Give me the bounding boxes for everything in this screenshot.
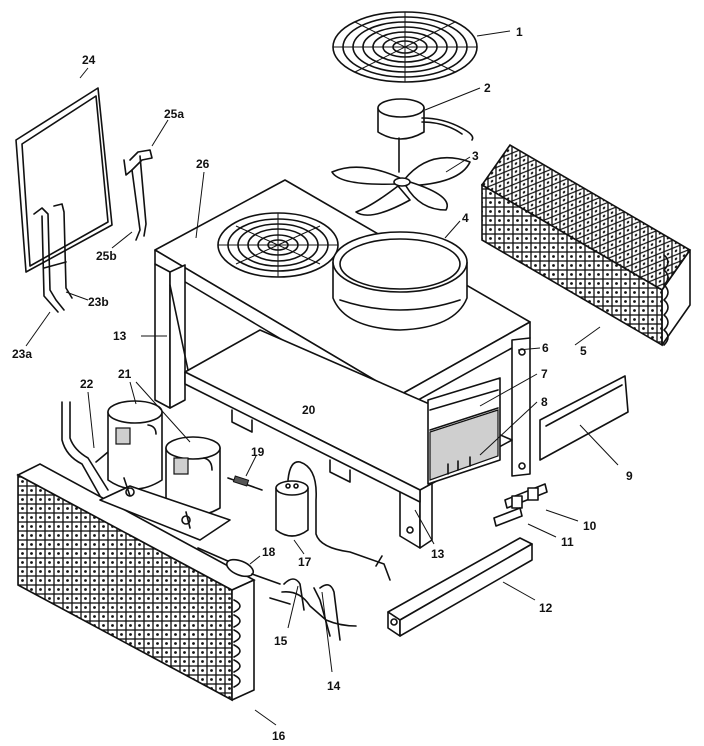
callout-6: 6 (542, 341, 549, 355)
side-panel (15, 87, 113, 273)
base-rail (387, 537, 533, 637)
callout-20: 20 (302, 403, 316, 417)
callout-10: 10 (583, 519, 597, 533)
callout-4: 4 (462, 211, 469, 225)
brace-rod (123, 149, 153, 241)
callout-7: 7 (541, 367, 548, 381)
callout-23a: 23a (12, 347, 32, 361)
callout-5: 5 (580, 344, 587, 358)
callout-23b: 23b (88, 295, 109, 309)
tube (227, 475, 263, 491)
callout-1: 1 (516, 25, 523, 39)
callout-14: 14 (327, 679, 341, 693)
callout-11: 11 (561, 535, 574, 549)
callout-18: 18 (262, 545, 276, 559)
callout-19: 19 (251, 445, 265, 459)
leader-lines (25, 30, 619, 726)
brackets (33, 203, 73, 313)
callout-25a: 25a (164, 107, 184, 121)
cabinet (154, 179, 531, 549)
callout-21: 21 (118, 367, 132, 381)
filter-drier (197, 547, 281, 585)
callout-8: 8 (541, 395, 548, 409)
callout-17: 17 (298, 555, 312, 569)
capacitor (275, 461, 391, 581)
condenser-coil-front (16, 463, 256, 702)
callout-15: 15 (274, 634, 288, 648)
compressors (99, 400, 231, 541)
callout-3: 3 (472, 149, 479, 163)
callout-9: 9 (626, 469, 633, 483)
callout-16: 16 (272, 729, 286, 743)
callout-labels: 1 2 3 4 5 6 7 8 9 10 11 12 13 13 14 15 1… (12, 25, 633, 743)
fan-motor (377, 98, 474, 173)
fan-orifice (332, 231, 468, 331)
service-valves (493, 483, 548, 527)
callout-22: 22 (80, 377, 94, 391)
callout-12: 12 (539, 601, 553, 615)
callout-13-right: 13 (431, 547, 445, 561)
callout-24: 24 (82, 53, 96, 67)
fan-guard-top (332, 11, 478, 83)
suction-line (61, 401, 109, 497)
condenser-coil-rear (480, 143, 692, 347)
callout-26: 26 (196, 157, 210, 171)
callout-2: 2 (484, 81, 491, 95)
access-panel (539, 375, 629, 461)
callout-25b: 25b (96, 249, 117, 263)
callout-13-left: 13 (113, 329, 127, 343)
fan-blade (331, 156, 471, 216)
fan-guard-top-panel (217, 212, 339, 278)
wiring (269, 578, 357, 641)
